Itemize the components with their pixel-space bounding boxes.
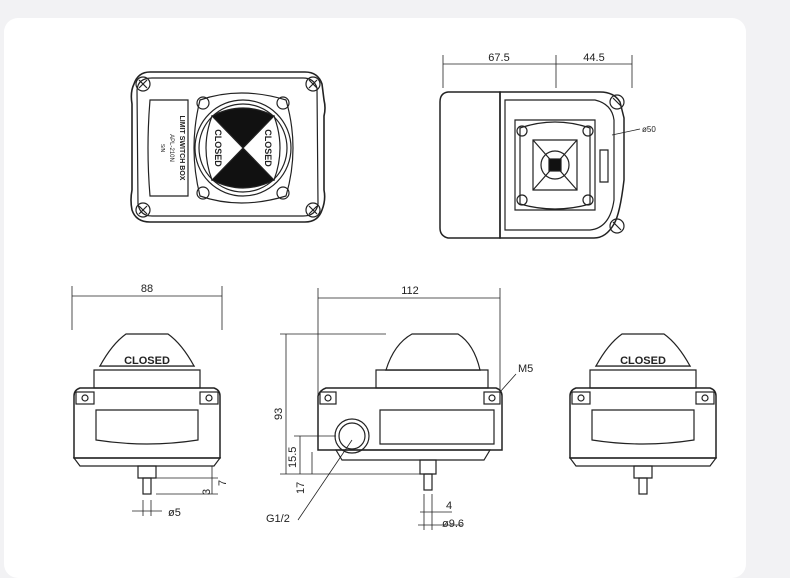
front-view-right: CLOSED xyxy=(568,333,718,495)
corner-screw-icon xyxy=(135,76,321,218)
nameplate: LIMIT SWITCH BOX APL-210N S/N xyxy=(159,116,185,181)
svg-text:S/N: S/N xyxy=(159,144,165,153)
dim-44-5: 44.5 xyxy=(583,52,604,64)
label-g12: G1/2 xyxy=(266,513,290,525)
dim-67-5: 67.5 xyxy=(488,52,509,64)
svg-text:APL-210N: APL-210N xyxy=(168,134,174,162)
svg-text:CLOSED: CLOSED xyxy=(263,129,273,167)
front-view-left: 88 CLOSED ø5 3 7 xyxy=(71,283,229,519)
svg-text:CLOSED: CLOSED xyxy=(213,129,223,167)
dim-diameter-50: ø50 xyxy=(642,125,656,134)
svg-text:LIMIT SWITCH BOX: LIMIT SWITCH BOX xyxy=(178,116,185,181)
front-view-center: 112 M5 93 15.5 17 G1/2 4 ø9.6 xyxy=(266,285,533,530)
dim-4: 4 xyxy=(446,500,452,512)
label-m5: M5 xyxy=(518,363,533,375)
dim-15-5: 15.5 xyxy=(287,447,299,468)
side-view: 67.5 44.5 ø50 xyxy=(439,52,656,239)
dim-9-6: ø9.6 xyxy=(442,518,464,530)
dome-label-right: CLOSED xyxy=(620,355,666,367)
technical-drawing: LIMIT SWITCH BOX APL-210N S/N CLOSED CLO… xyxy=(71,52,718,530)
dim-3: 3 xyxy=(201,489,213,495)
dim-width-112: 112 xyxy=(401,285,419,297)
dim-17: 17 xyxy=(295,482,307,494)
dim-shaft-5: ø5 xyxy=(168,507,181,519)
dim-width-88: 88 xyxy=(141,283,153,295)
dome-label: CLOSED xyxy=(124,355,170,367)
top-view: LIMIT SWITCH BOX APL-210N S/N CLOSED CLO… xyxy=(130,71,326,223)
dim-height-93: 93 xyxy=(273,408,285,420)
dim-7: 7 xyxy=(217,480,229,486)
indicator-label-right: CLOSED xyxy=(263,129,273,167)
indicator-label-left: CLOSED xyxy=(213,129,223,167)
